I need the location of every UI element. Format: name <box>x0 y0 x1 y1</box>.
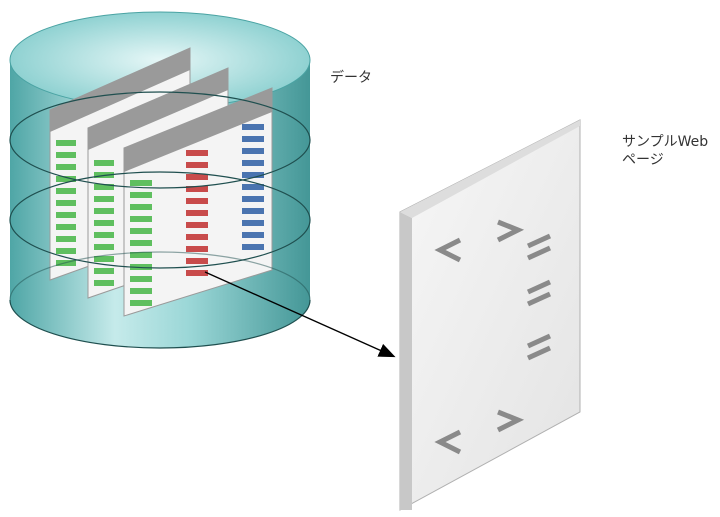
cylinder-rings <box>9 91 311 349</box>
web-page <box>399 119 581 511</box>
data-sheet-front <box>123 87 273 317</box>
web-page-label-line1: サンプルWeb <box>622 134 709 150</box>
text-lines-3 <box>526 333 552 361</box>
web-page-label-line2: ページ <box>622 152 664 168</box>
text-lines-2 <box>526 279 552 307</box>
angle-brackets-top-right <box>496 219 525 243</box>
web-page-label: サンプルWeb ページ <box>622 133 708 169</box>
angle-brackets-bottom-left <box>434 429 462 455</box>
angle-brackets-bottom-right <box>496 409 525 433</box>
flow-arrow <box>204 271 396 358</box>
data-label: データ <box>330 70 372 86</box>
text-lines-1 <box>526 233 552 261</box>
angle-brackets-top-left <box>434 237 462 263</box>
page-glyphs <box>434 219 552 455</box>
